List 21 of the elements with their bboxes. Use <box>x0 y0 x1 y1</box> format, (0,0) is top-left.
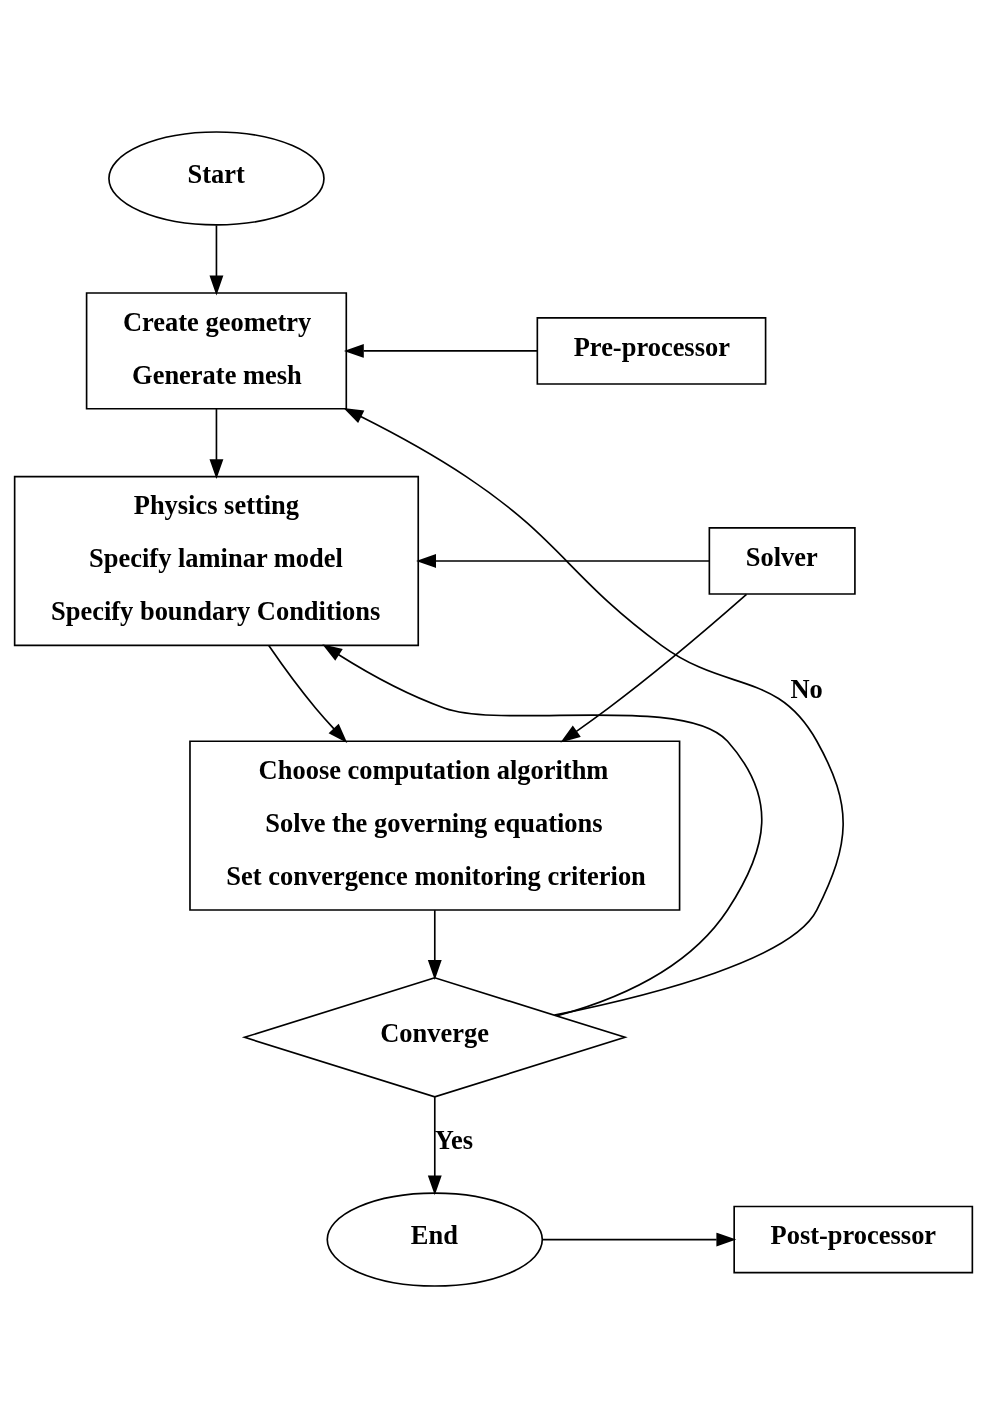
arrow <box>322 644 763 1017</box>
node-box: Post-processor <box>733 1205 974 1274</box>
arrow <box>416 554 710 568</box>
node-box: Choose computation algorithm Solve the governing equations Set convergence monitoring criterion <box>189 740 681 911</box>
node-box: Pre-processor <box>536 317 767 385</box>
arrow <box>427 1096 442 1196</box>
node-box: Physics setting Specify laminar model Specify boundary Conditions <box>13 475 420 647</box>
arrow <box>343 343 538 358</box>
arrow <box>427 909 442 980</box>
arrow <box>343 407 844 1016</box>
node-box: Solver <box>708 527 856 595</box>
arrow <box>541 1232 737 1247</box>
node-ellipse: End <box>326 1192 544 1287</box>
arrow <box>209 224 224 296</box>
arrow <box>267 644 348 743</box>
node-ellipse: Start <box>108 131 325 226</box>
edge-label: No <box>790 673 823 704</box>
arrow <box>209 408 224 479</box>
node-box: Create geometry Generate mesh <box>85 292 348 410</box>
arrow <box>560 593 748 743</box>
node-diamond: Converge <box>241 976 628 1098</box>
